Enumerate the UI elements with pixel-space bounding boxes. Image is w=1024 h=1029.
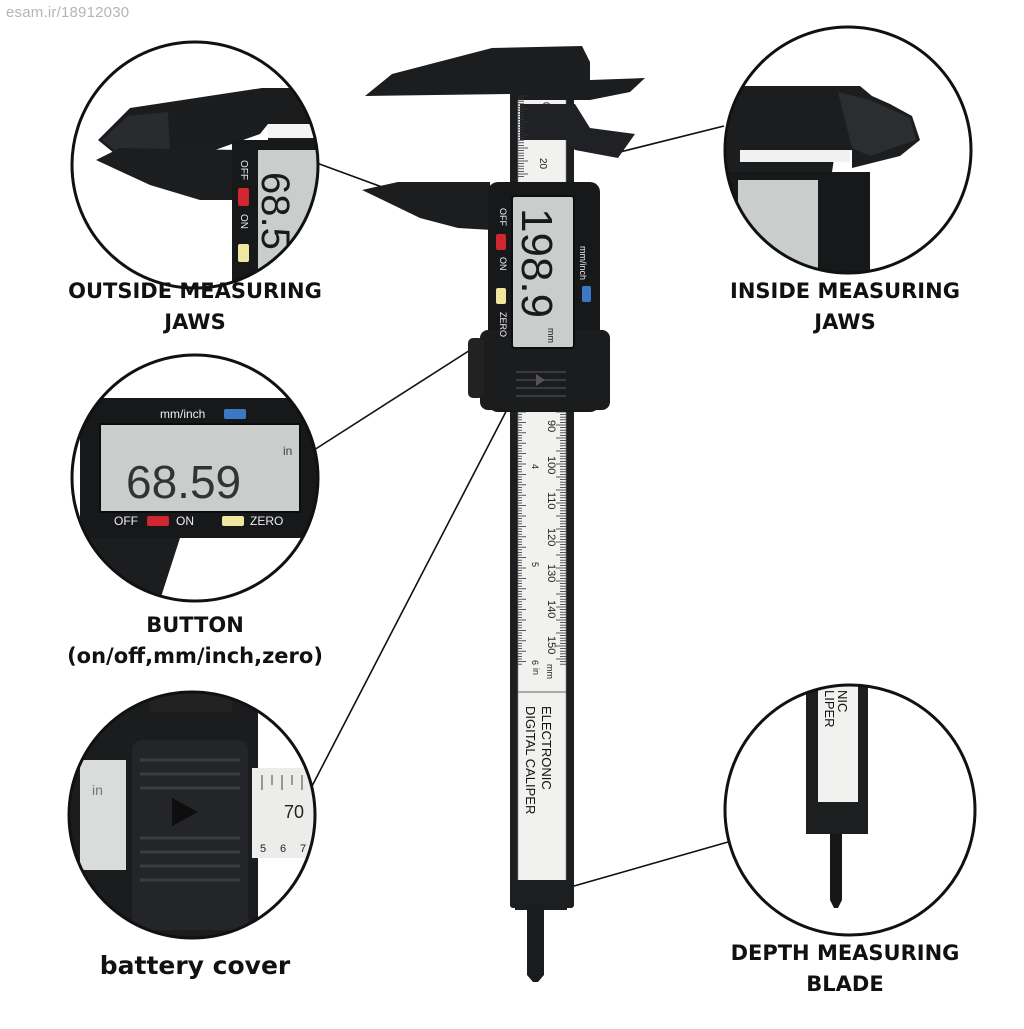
svg-text:OFF: OFF	[238, 160, 249, 180]
inside-jaws-line	[607, 125, 725, 156]
top-scale-ticks	[518, 95, 528, 178]
watermark: esam.ir/18912030	[6, 4, 130, 21]
svg-text:70: 70	[284, 802, 304, 822]
scale-mm-label: mm	[545, 664, 555, 679]
inch-mark: 4	[530, 464, 540, 469]
caliper: 0 10 20 198.9 mm OFF ON ZERO mm/inch 90 1…	[362, 46, 645, 982]
scale-number: 140	[545, 600, 557, 618]
zoom-mm-inch-button[interactable]	[224, 409, 246, 419]
battery-cover-arrow-icon	[172, 798, 198, 826]
on-label: ON	[498, 257, 508, 271]
inch-mark: 5	[530, 562, 540, 567]
zoom-zero-label: ZERO	[250, 514, 283, 528]
zoom-lcd-value: 68.59	[126, 456, 241, 508]
button-line	[313, 344, 479, 451]
zoom-inside-jaws	[723, 25, 973, 275]
brand-line-2: DIGITAL CALIPER	[523, 706, 538, 814]
main-scale-numbers: 90 100 110 120 130 140 150	[545, 420, 557, 654]
inch-marks: 4 5 6	[530, 464, 540, 665]
svg-text:in: in	[92, 782, 103, 798]
scale-number: 130	[545, 564, 557, 582]
battery-cover-ridges	[516, 371, 566, 397]
scale-number: 110	[545, 492, 557, 510]
lcd-value: 198.9	[512, 208, 561, 318]
zoom-zero-button[interactable]	[222, 516, 244, 526]
zoom-lcd-unit: in	[283, 444, 292, 458]
scale-top-10: 10	[537, 128, 548, 140]
label-button: BUTTON(on/off,mm/inch,zero)	[67, 613, 323, 668]
inside-jaw	[520, 104, 635, 158]
depth-blade	[527, 905, 544, 982]
brand-line-1: ELECTRONIC	[539, 706, 554, 790]
svg-text:7: 7	[300, 843, 306, 855]
lcd-unit: mm	[546, 328, 556, 343]
thumb-wheel-housing	[480, 330, 610, 410]
zoom-on-label: ON	[176, 514, 194, 528]
zoom-mm-inch-label: mm/inch	[160, 407, 205, 421]
scale-top-20: 20	[537, 158, 548, 170]
scale-number: 150	[545, 636, 557, 654]
fixed-jaw-top	[365, 46, 645, 100]
battery-line	[309, 397, 514, 791]
scale-number: 90	[545, 420, 557, 432]
zero-label: ZERO	[498, 312, 508, 337]
scale-number: 100	[545, 456, 557, 474]
battery-arrow-icon	[536, 374, 545, 386]
svg-text:LIPER: LIPER	[822, 690, 837, 728]
on-off-button[interactable]	[496, 234, 506, 250]
outside-jaw-moving	[362, 182, 492, 230]
zoom-battery-cover: in 70 5 6 7	[67, 690, 317, 940]
label-battery-cover: battery cover	[99, 951, 291, 980]
zoom-depth-blade: NIC LIPER	[723, 683, 977, 937]
scale-number: 120	[545, 528, 557, 546]
depth-line	[559, 841, 729, 891]
svg-text:6: 6	[280, 843, 286, 855]
lower-scale-ticks	[518, 411, 566, 665]
scale-top-0: 0	[540, 102, 551, 108]
inch-mark: 6	[530, 660, 540, 665]
zoom-on-off-button[interactable]	[147, 516, 169, 526]
zoom-outside-jaws: 68.5 OFF ON	[70, 40, 320, 290]
thumb-wheel	[468, 338, 484, 398]
mm-inch-button[interactable]	[582, 286, 591, 302]
mm-inch-label: mm/inch	[578, 246, 588, 280]
zero-button[interactable]	[496, 288, 506, 304]
zoom-outside-lcd: 68.5	[253, 172, 297, 250]
zoom-off-label: OFF	[114, 514, 138, 528]
off-label: OFF	[498, 208, 508, 226]
lcd-screen	[511, 195, 575, 349]
svg-text:NIC: NIC	[835, 690, 850, 712]
svg-text:ON: ON	[238, 214, 249, 229]
zoom-display-buttons: 68.59 in mm/inch OFF ON ZERO	[70, 353, 320, 603]
svg-text:5: 5	[260, 843, 266, 855]
scale-in-label: in	[531, 668, 541, 675]
